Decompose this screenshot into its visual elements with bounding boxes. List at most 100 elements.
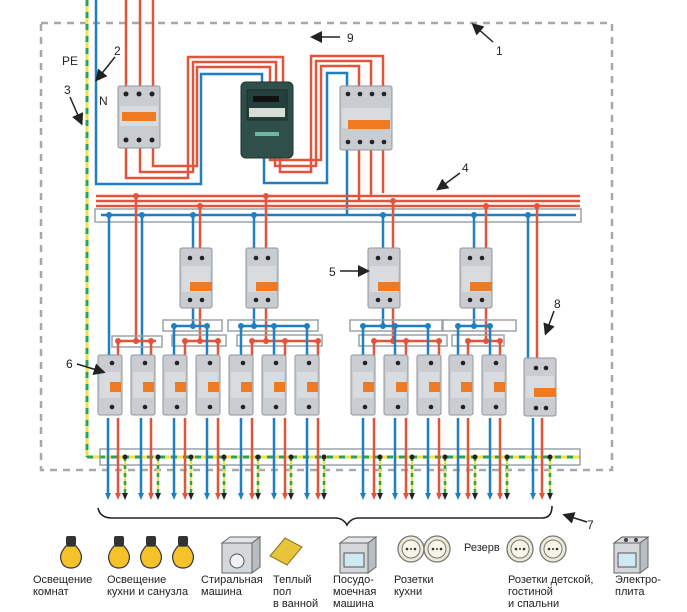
callout-6: 6	[66, 357, 73, 371]
main-breaker	[117, 85, 161, 149]
callout-7: 7	[587, 518, 594, 532]
lightbulb-icon	[171, 536, 195, 569]
rcd	[179, 247, 213, 309]
arrow-head	[409, 493, 415, 500]
load-label-dishwasher: Посудо- моечная машина	[333, 574, 377, 610]
reserve-label: Резерв	[464, 542, 500, 554]
arrow-head	[249, 493, 255, 500]
arrow-head	[138, 493, 144, 500]
circuit-breaker	[448, 354, 474, 416]
rcd	[245, 247, 279, 309]
pe-junction-dot	[122, 454, 128, 460]
neutral-sub-busbar	[162, 319, 223, 332]
load-label-room-sockets: Розетки детской, гостиной и спальни	[508, 574, 594, 610]
arrow-head	[377, 493, 383, 500]
phase-busbars	[96, 194, 580, 208]
phase-sub-busbar	[111, 335, 163, 348]
arrow-head	[530, 493, 536, 500]
pe-junction-dot	[288, 454, 294, 460]
arrow-head	[425, 493, 431, 500]
junction-dot	[182, 338, 188, 344]
circuit-breaker	[162, 354, 188, 416]
callout-arrows	[69, 23, 588, 524]
circuit-breaker	[130, 354, 156, 416]
arrow-head	[148, 493, 154, 500]
circuit-breaker	[228, 354, 254, 416]
junction-dot	[380, 212, 386, 218]
arrow-head	[436, 493, 442, 500]
lightbulb-icon	[59, 536, 83, 569]
pe-junction-dot	[409, 454, 415, 460]
junction-dot	[133, 338, 139, 344]
neutral-busbar-box	[94, 208, 582, 223]
junction-dot	[139, 212, 145, 218]
input-phase-lines	[124, 0, 155, 88]
junction-dot	[251, 323, 257, 329]
callout-8: 8	[554, 297, 561, 311]
junction-dot	[497, 338, 503, 344]
socket-icon	[397, 535, 425, 563]
junction-dot	[471, 323, 477, 329]
rcd	[459, 247, 493, 309]
circuit-breaker	[481, 354, 507, 416]
breaker-to-meter-wires	[124, 55, 285, 180]
arrow-head	[288, 493, 294, 500]
stove-breaker	[523, 357, 557, 417]
junction-dot	[106, 212, 112, 218]
junction-dot	[436, 338, 442, 344]
junction-dot	[483, 203, 489, 209]
load-label-washing-machine: Стиральная машина	[201, 574, 263, 598]
junction-dot	[133, 193, 139, 199]
wire-label-n: N	[99, 94, 108, 108]
junction-dot	[197, 338, 203, 344]
arrow-head	[215, 493, 221, 500]
junction-dot	[534, 203, 540, 209]
arrow-head	[487, 493, 493, 500]
arrow-head	[360, 493, 366, 500]
meter-to-rcd-wires	[262, 54, 385, 185]
arrow-head	[371, 493, 377, 500]
junction-dot	[465, 338, 471, 344]
circuit-breaker	[261, 354, 287, 416]
circuit-breaker	[416, 354, 442, 416]
electric-stove-icon	[612, 536, 650, 574]
dishwasher-icon	[338, 536, 378, 574]
junction-dot	[251, 212, 257, 218]
arrow-head	[455, 493, 461, 500]
rcd	[367, 247, 401, 309]
junction-dot	[425, 323, 431, 329]
arrow-head	[442, 493, 448, 500]
heated-floor-icon	[269, 537, 303, 566]
input-neutral-line	[94, 0, 264, 186]
callout-1: 1	[496, 44, 503, 58]
arrow-head	[221, 493, 227, 500]
junction-dot	[380, 323, 386, 329]
circuit-breaker	[294, 354, 320, 416]
load-label-electric-stove: Электро- плита	[615, 574, 661, 598]
arrow-head	[204, 493, 210, 500]
main-rcd	[339, 85, 393, 151]
junction-dot	[487, 323, 493, 329]
phase-sub-busbar	[171, 334, 227, 347]
junction-dot	[403, 338, 409, 344]
socket-icon	[539, 535, 567, 563]
pe-busbar	[99, 448, 581, 466]
wire-label-pe: PE	[62, 54, 79, 68]
load-label-kitchen-lighting: Освещение кухни и санузла	[107, 574, 189, 598]
arrow-head	[321, 493, 327, 500]
phase-sub-busbar	[358, 334, 448, 347]
pe-junction-dot	[155, 454, 161, 460]
arrow-head	[392, 493, 398, 500]
arrow-head	[115, 493, 121, 500]
arrow-head	[182, 493, 188, 500]
arrow-head	[497, 493, 503, 500]
arrow-head	[315, 493, 321, 500]
junction-dot	[455, 323, 461, 329]
callout-5: 5	[329, 265, 336, 279]
socket-icon	[423, 535, 451, 563]
callout-4: 4	[462, 161, 469, 175]
arrow-head	[171, 493, 177, 500]
junction-dot	[392, 323, 398, 329]
junction-dot	[315, 338, 321, 344]
junction-dot	[263, 193, 269, 199]
